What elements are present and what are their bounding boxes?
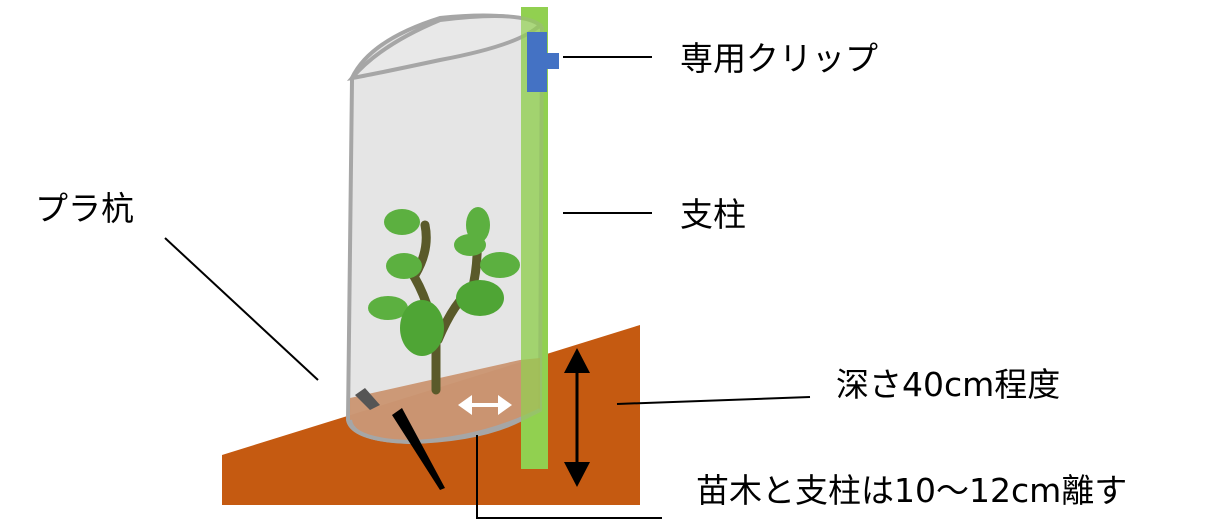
spacing-arrow: [458, 395, 512, 415]
label-plastic-stake: プラ杭: [35, 189, 134, 228]
label-pole: 支柱: [680, 195, 746, 234]
label-depth: 深さ40cm程度: [836, 365, 1061, 404]
leader-lines: [164, 56, 811, 519]
depth-arrow: [564, 348, 590, 487]
clip-tab: [545, 53, 559, 69]
clip-icon: [527, 32, 547, 92]
plastic-stake-back: [355, 388, 380, 410]
seedling: [368, 207, 520, 395]
label-clip: 専用クリップ: [680, 39, 878, 78]
plastic-stake: [392, 408, 445, 490]
label-spacing: 苗木と支柱は10～12cm離す: [696, 471, 1128, 510]
